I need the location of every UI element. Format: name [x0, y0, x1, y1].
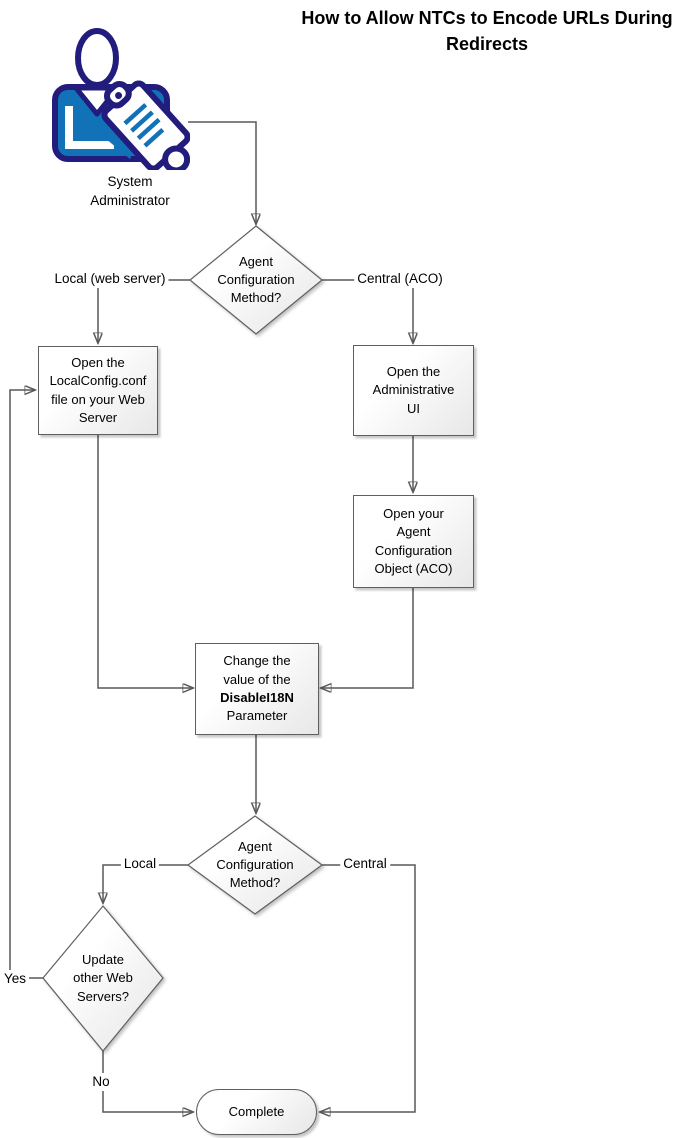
decision-agent-config-method-1: Agent Configuration Method?: [188, 224, 324, 336]
process-change-disablei18n: Change the value of the DisableI18N Para…: [195, 643, 319, 735]
decision-label: Update other Web Servers?: [73, 952, 133, 1004]
connector-decision2-central-to-complete: [320, 864, 416, 1112]
actor-label: System Administrator: [90, 174, 170, 208]
connector-yes-loop: [9, 390, 44, 979]
edge-label-local-web-server: Local (web server): [51, 270, 169, 288]
decision-diamond-shape: [186, 815, 324, 915]
process-open-aco: Open your Agent Configuration Object (AC…: [353, 495, 474, 588]
edge-label-central-aco: Central (ACO): [354, 270, 446, 288]
decision-agent-config-method-2: Agent Configuration Method?: [186, 814, 324, 916]
connector-actor-to-decision1: [188, 121, 256, 224]
decision-diamond-shape: [189, 225, 323, 335]
page-title: How to Allow NTCs to Encode URLs During …: [301, 8, 673, 55]
connector-decision1-central: [322, 279, 413, 343]
connector-decision2-local: [103, 864, 188, 903]
edge-label-no: No: [89, 1073, 113, 1091]
decision-label: Agent Configuration Method?: [217, 253, 295, 306]
connector-no-to-complete: [102, 1051, 193, 1112]
system-administrator-icon: [52, 28, 190, 170]
process-open-admin-ui: Open the Administrative UI: [353, 345, 474, 436]
decision-label: Agent Configuration Method?: [216, 838, 294, 891]
decision-diamond-shape: [42, 905, 164, 1052]
connector-decision1-local: [98, 279, 190, 343]
process-open-localconfig: Open the LocalConfig.conf file on your W…: [38, 346, 158, 435]
change-text-bottom: Parameter: [226, 708, 288, 724]
edge-label-central: Central: [340, 855, 390, 873]
change-text-top: Change the value of the: [223, 653, 291, 687]
terminator-complete: Complete: [196, 1089, 317, 1135]
connector-aco-to-change: [321, 588, 414, 688]
connector-localconfig-to-change: [97, 435, 193, 688]
decision-update-other-web-servers: Update other Web Servers?: [41, 904, 165, 1053]
change-parameter-name: DisableI18N: [220, 690, 294, 705]
edge-label-yes: Yes: [0, 970, 30, 988]
edge-label-local: Local: [120, 855, 160, 873]
